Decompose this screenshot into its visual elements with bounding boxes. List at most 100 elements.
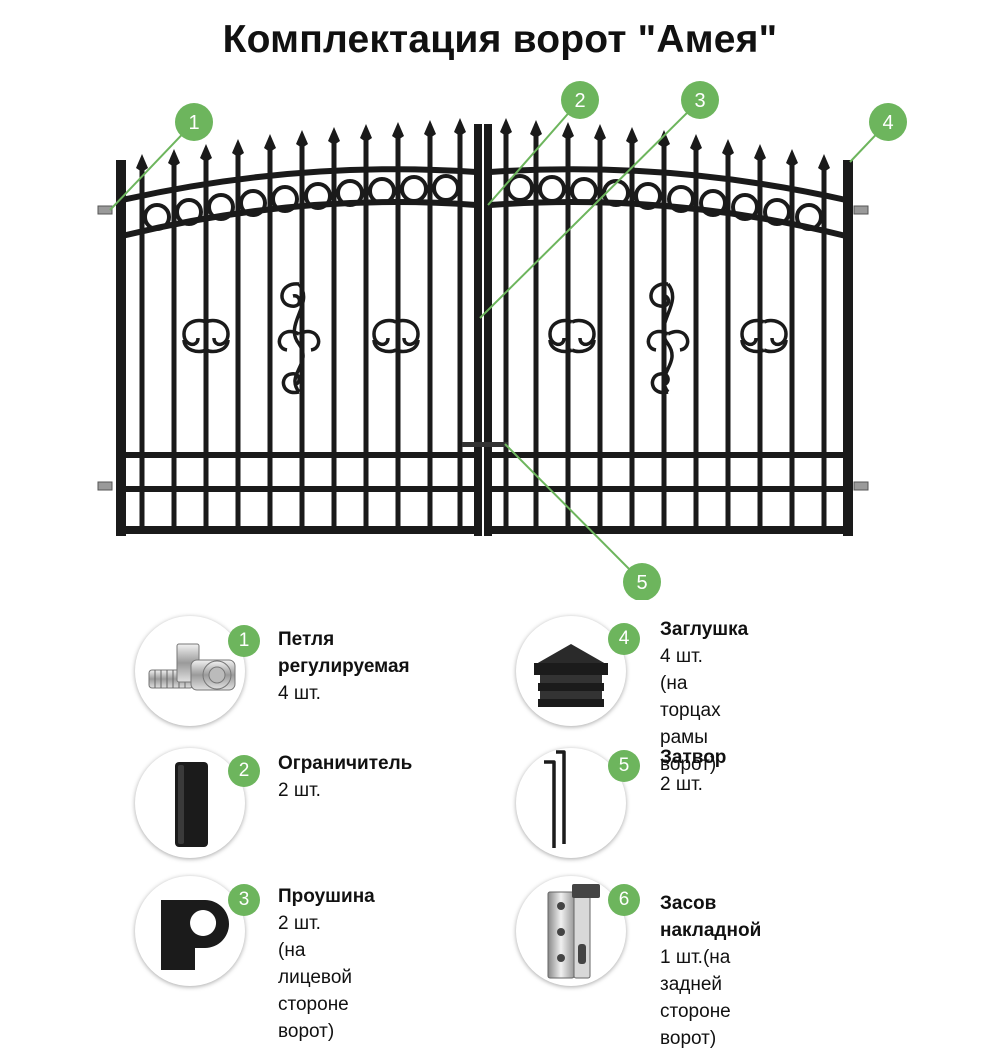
spear-tip <box>264 134 276 152</box>
spear-tip <box>168 149 180 167</box>
hinge-mark <box>853 481 869 491</box>
scroll-ornament <box>667 329 690 352</box>
scroll-ornament <box>298 329 321 352</box>
gate-drawing <box>97 118 869 536</box>
scroll-ornament <box>292 282 306 394</box>
picket <box>395 138 401 526</box>
callout-badge <box>869 103 907 141</box>
ring <box>271 185 299 213</box>
hinge-icon <box>148 643 236 691</box>
spear-tip <box>328 127 340 145</box>
horizontal-rail <box>122 486 476 492</box>
ring <box>763 198 791 226</box>
scroll-ornament <box>182 318 207 347</box>
callout-leader-line <box>109 121 195 211</box>
picket <box>629 143 635 526</box>
bolt-rod-icon <box>544 750 566 848</box>
ring <box>667 185 695 213</box>
picket <box>757 160 763 526</box>
spear-tip <box>786 149 798 167</box>
ring <box>143 203 171 231</box>
center-post-left <box>474 124 482 536</box>
scroll-ornament <box>281 372 301 395</box>
scroll-ornament <box>205 318 230 347</box>
scroll-ornament <box>571 339 596 354</box>
part-image-circle <box>135 748 245 858</box>
scroll-ornament <box>182 339 207 354</box>
part-image-circle <box>516 616 626 726</box>
part-quantity: 4 шт. (на торцах рамы ворот) <box>660 646 721 775</box>
part-number-badge: 4 <box>608 623 640 655</box>
spear-tip <box>562 122 574 140</box>
part-number-badge: 3 <box>228 884 260 916</box>
part-number-badge: 2 <box>228 755 260 787</box>
callout-badge <box>681 81 719 119</box>
picket <box>533 136 539 526</box>
spear-tip <box>500 118 512 136</box>
page-title: Комплектация ворот "Амея" <box>222 18 778 61</box>
ring <box>538 175 566 203</box>
picket <box>503 134 509 526</box>
spear-tip <box>454 118 466 136</box>
scroll-ornament <box>650 372 670 395</box>
ring <box>175 198 203 226</box>
part-name: Заглушка <box>660 619 749 640</box>
stopper-icon <box>175 762 208 847</box>
picket <box>331 143 337 526</box>
horizontal-rail <box>490 452 846 458</box>
ring <box>602 179 630 207</box>
scroll-ornament <box>571 318 596 347</box>
part-text: Заглушка 4 шт. (на торцах рамы ворот) <box>660 616 748 778</box>
hinge-mark <box>853 205 869 215</box>
picket <box>457 134 463 526</box>
ring <box>731 193 759 221</box>
picket <box>171 165 177 526</box>
ring <box>432 174 460 202</box>
bottom-rail-right <box>484 526 853 534</box>
part-text: Проушина 2 шт. (на лицевой стороне ворот… <box>278 883 375 1045</box>
picket <box>203 160 209 526</box>
picket <box>235 155 241 526</box>
picket <box>821 170 827 526</box>
spear-tip <box>136 154 148 172</box>
scroll-ornament <box>395 318 420 347</box>
scroll-ornament <box>548 339 573 354</box>
scroll-ornament <box>395 339 420 354</box>
ring <box>207 193 235 221</box>
scroll-ornament <box>277 329 300 352</box>
part-text: Засов накладной 1 шт.(на задней стороне … <box>660 890 761 1052</box>
picket <box>363 140 369 526</box>
spear-tip <box>360 124 372 142</box>
part-image-circle <box>135 616 245 726</box>
callout-number: 4 <box>882 112 893 134</box>
spear-tip <box>658 130 670 148</box>
part-image-circle <box>516 876 626 986</box>
part-name: Засов накладной <box>660 893 762 941</box>
spear-tip <box>392 122 404 140</box>
part-number-badge: 6 <box>608 884 640 916</box>
callout-number: 2 <box>574 90 585 112</box>
part-image-circle <box>516 748 626 858</box>
scroll-ornament <box>740 318 765 347</box>
eyelet-icon <box>161 900 229 970</box>
part-quantity: 1 шт.(на задней стороне ворот) <box>660 947 731 1049</box>
right-post <box>843 160 853 536</box>
callout-number: 1 <box>188 112 199 134</box>
scroll-ornament <box>661 282 675 394</box>
ring <box>506 174 534 202</box>
part-name: Проушина <box>278 886 375 907</box>
picket <box>693 150 699 526</box>
ring <box>304 182 332 210</box>
picket <box>139 170 145 526</box>
ring <box>336 179 364 207</box>
part-image-circle <box>135 876 245 986</box>
scroll-ornament <box>372 318 397 347</box>
scroll-ornament <box>763 318 788 347</box>
ring <box>570 177 598 205</box>
spear-tip <box>232 139 244 157</box>
center-post-right <box>484 124 492 536</box>
scroll-ornament <box>646 329 669 352</box>
picket <box>789 165 795 526</box>
ring <box>239 189 267 217</box>
